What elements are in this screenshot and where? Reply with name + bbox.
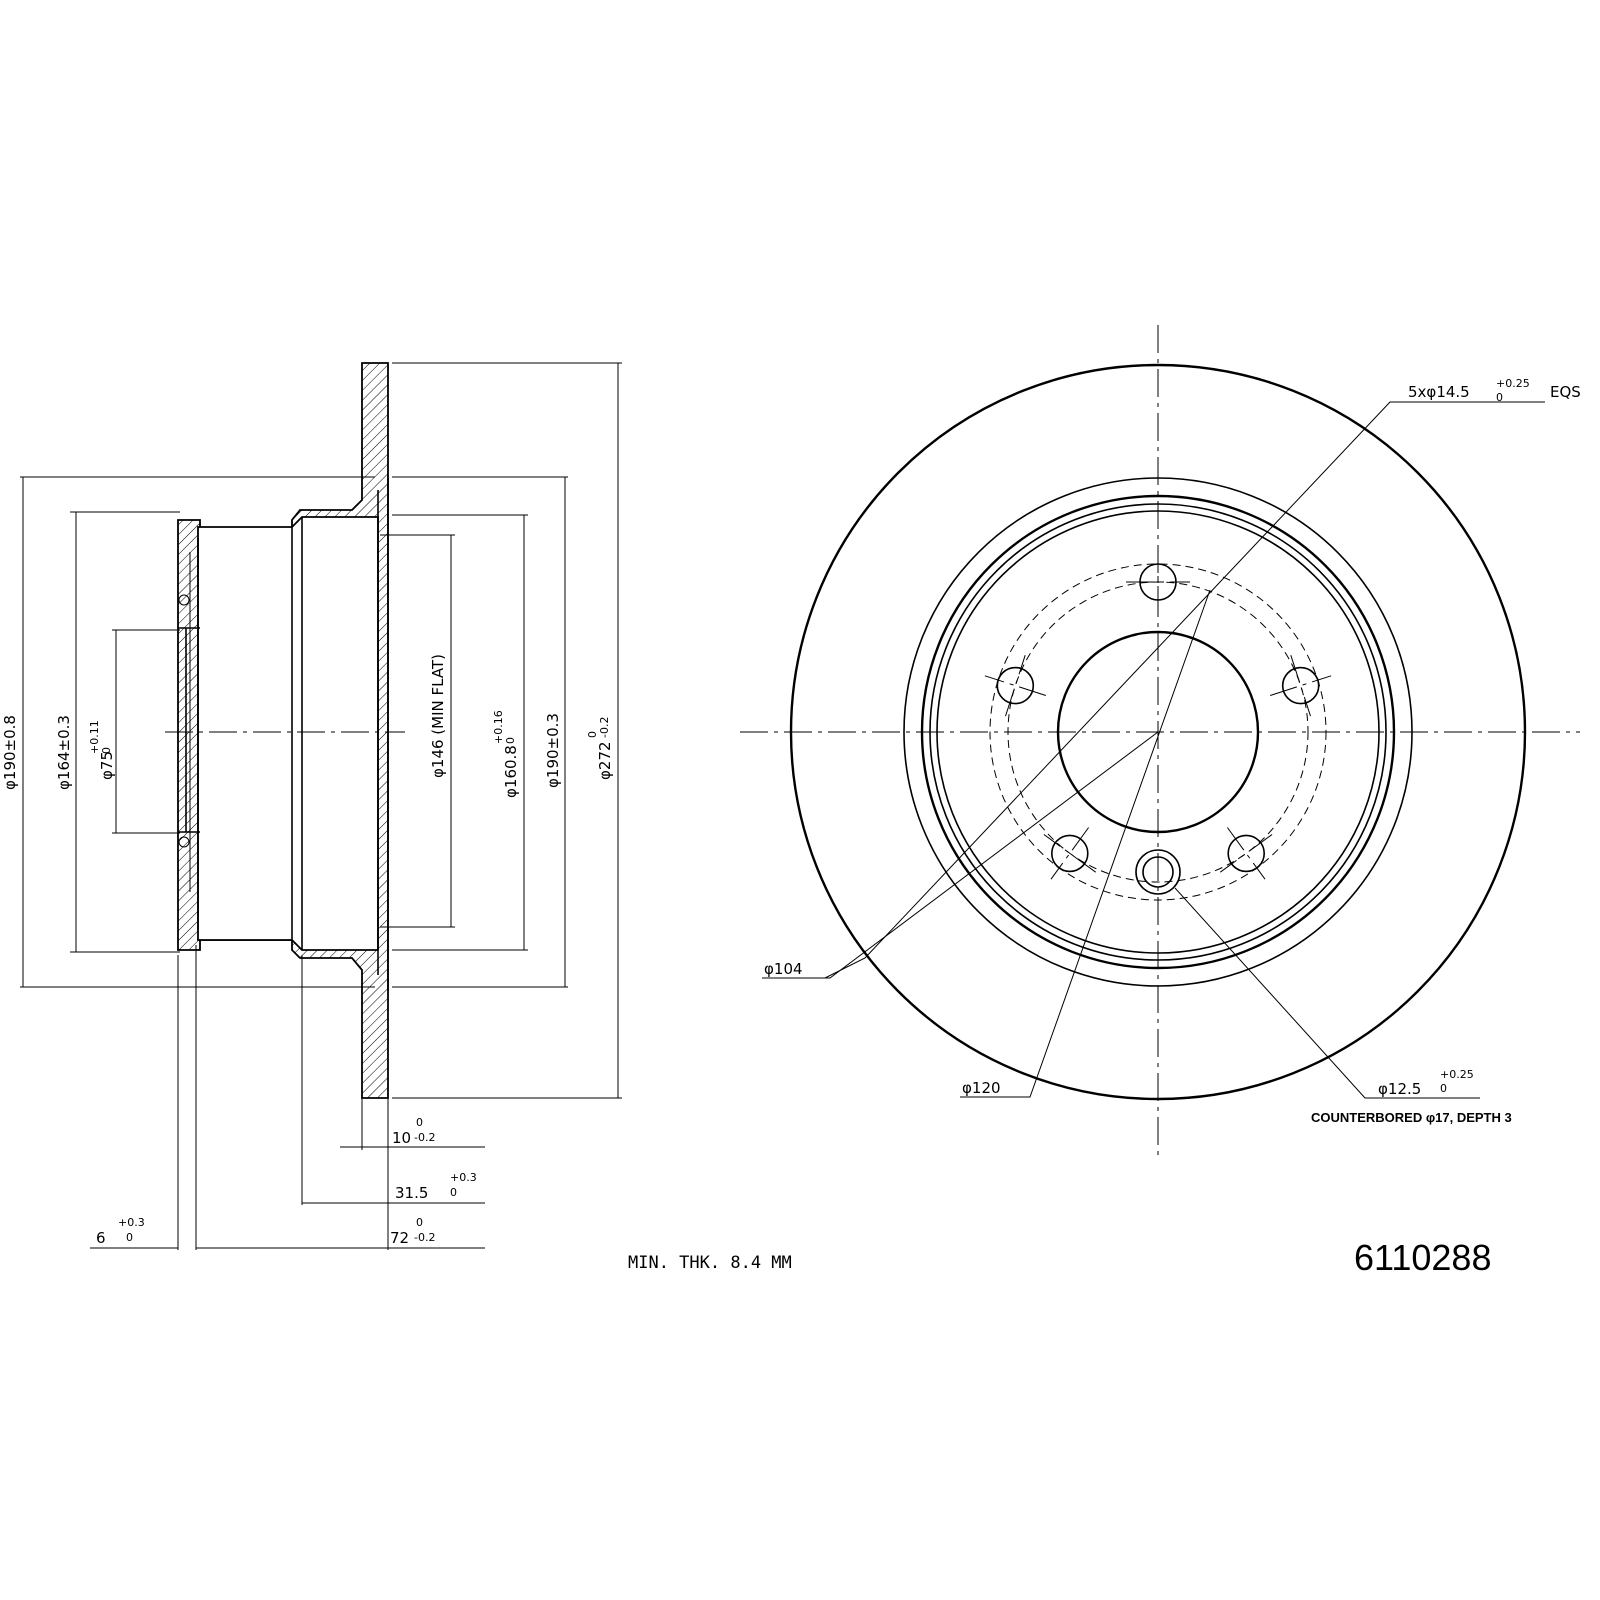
front-view: 5xφ14.5 +0.25 0 EQS φ104 φ120 φ12.5 +0.2…	[740, 325, 1581, 1160]
bolt-hole-centerline	[1043, 834, 1096, 873]
len-72-tol-lower: -0.2	[414, 1231, 435, 1244]
dim-160-8-group: φ160.8 +0.16 0	[492, 710, 520, 798]
dim-272-tol-upper: 0	[586, 731, 599, 738]
label-dia-120: φ120	[962, 1079, 1001, 1097]
friction-inner-edge	[903, 477, 1413, 987]
bore-notch-top	[178, 594, 190, 606]
leader-bolt-holes	[824, 401, 1545, 979]
label-dia-12-5: φ12.5	[1378, 1080, 1421, 1098]
label-dia-12-5-tol-upper: +0.25	[1440, 1068, 1474, 1081]
bolt-hole	[1051, 834, 1089, 873]
len-31-5: 31.5	[395, 1184, 428, 1202]
hat-step-edge-2	[936, 510, 1380, 954]
label-bolt-holes-tol-lower: 0	[1496, 391, 1503, 404]
bolt-circle-hidden	[989, 563, 1327, 901]
counterbore-hole	[1142, 856, 1174, 888]
bolt-holes	[984, 550, 1332, 880]
bolt-hole-centerline	[1290, 655, 1311, 717]
dim-75-tol-upper: +0.11	[88, 720, 101, 754]
label-bolt-holes: 5xφ14.5	[1408, 383, 1470, 401]
section-view: φ190±0.8 φ164±0.3 φ75 +0.11 0 φ146 (MIN …	[1, 362, 622, 1250]
bolt-hole	[1281, 666, 1320, 705]
len-72: 72	[390, 1229, 409, 1247]
bore-notch-bottom	[178, 836, 190, 848]
dim-75: φ75	[98, 751, 116, 780]
hat-step-edge	[929, 503, 1387, 961]
label-dia-12-5-tol-lower: 0	[1440, 1082, 1447, 1095]
dim-190-outer: φ190±0.8	[1, 715, 19, 790]
len-6: 6	[96, 1229, 106, 1247]
counterbore-outer	[1135, 849, 1181, 895]
dim-272: φ272	[596, 741, 614, 780]
len-6-tol-lower: 0	[126, 1231, 133, 1244]
label-dia-104: φ104	[764, 960, 803, 978]
dim-75-group: φ75 +0.11 0	[88, 720, 116, 780]
len-72-tol-upper: 0	[416, 1216, 423, 1229]
bolt-hole-centerline	[984, 675, 1046, 696]
len-31-5-tol-lower: 0	[450, 1186, 457, 1199]
len-10: 10	[392, 1129, 411, 1147]
part-number: 6110288	[1354, 1237, 1491, 1278]
dim-160-8: φ160.8	[502, 745, 520, 798]
len-10-tol-lower: -0.2	[414, 1131, 435, 1144]
bolt-hole-centerline	[1220, 834, 1273, 873]
hat-cavity	[197, 516, 379, 951]
center-bore	[1056, 630, 1260, 834]
dim-160-8-tol-lower: 0	[504, 737, 517, 744]
hat-outer-edge	[920, 494, 1396, 970]
len-10-tol-upper: 0	[416, 1116, 423, 1129]
len-6-tol-upper: +0.3	[118, 1216, 145, 1229]
dim-75-tol-lower: 0	[100, 747, 113, 754]
dim-146: φ146 (MIN FLAT)	[429, 654, 447, 778]
leader-dia-104	[762, 731, 1159, 979]
dim-272-tol-lower: -0.2	[598, 717, 611, 738]
bolt-hole	[1227, 834, 1265, 873]
dim-272-group: φ272 0 -0.2	[586, 717, 614, 780]
label-counterbore: COUNTERBORED φ17, DEPTH 3	[1311, 1110, 1512, 1125]
dim-164: φ164±0.3	[55, 715, 73, 790]
label-bolt-holes-suffix: EQS	[1550, 383, 1581, 401]
bolt-hole	[996, 666, 1035, 705]
dim-190-inner: φ190±0.3	[544, 713, 562, 788]
leader-dia-120	[960, 589, 1211, 1098]
dim-160-8-tol-upper: +0.16	[492, 710, 505, 744]
bolt-hole-centerline	[1270, 675, 1332, 696]
bolt-hole-centerline	[1226, 827, 1266, 880]
leader-dia-12-5	[1174, 887, 1375, 1099]
label-bolt-holes-tol-upper: +0.25	[1496, 377, 1530, 390]
bolt-hole-centerline	[1050, 827, 1090, 880]
bolt-circle-pcd	[1007, 581, 1309, 883]
bolt-hole-centerline	[1005, 655, 1026, 717]
min-thickness-note: MIN. THK. 8.4 MM	[628, 1253, 792, 1273]
rotor-outer-edge	[789, 363, 1527, 1101]
len-31-5-tol-upper: +0.3	[450, 1171, 477, 1184]
